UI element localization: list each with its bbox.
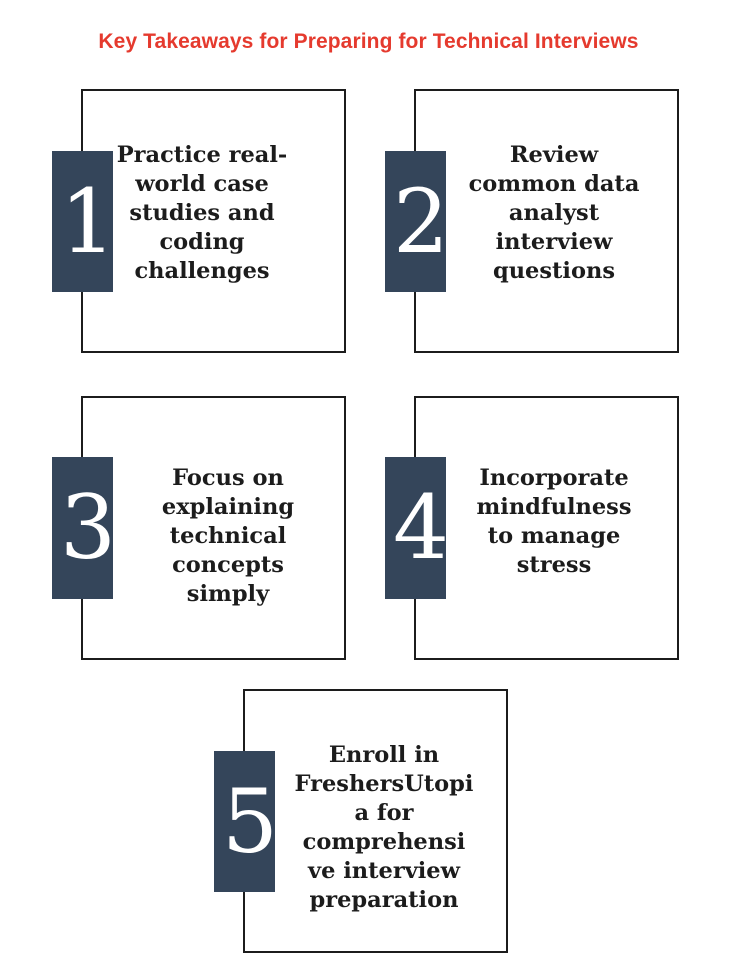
step-number-4: 4 bbox=[393, 476, 446, 579]
step-number-tab-2: 2 bbox=[385, 151, 446, 292]
step-card-1 bbox=[81, 89, 346, 353]
step-number-5: 5 bbox=[222, 769, 275, 873]
step-number-1: 1 bbox=[60, 169, 113, 273]
step-number-tab-5: 5 bbox=[214, 751, 275, 892]
step-number-2: 2 bbox=[393, 169, 446, 273]
step-number-tab-4: 4 bbox=[385, 457, 446, 599]
step-text-3: Focus on explaining technical concepts s… bbox=[161, 465, 295, 607]
step-text-4: Incorporate mindfulness to manage stress bbox=[476, 465, 632, 578]
step-card-4 bbox=[414, 396, 679, 660]
step-number-tab-1: 1 bbox=[52, 151, 113, 292]
step-card-2 bbox=[414, 89, 679, 353]
step-number-3: 3 bbox=[60, 476, 113, 579]
infographic-title: Key Takeaways for Preparing for Technica… bbox=[98, 30, 639, 53]
step-text-2: Review common data analyst interview que… bbox=[468, 142, 640, 284]
step-card-3 bbox=[81, 396, 346, 660]
step-text-5: Enroll in FreshersUtopi a for comprehens… bbox=[294, 742, 474, 913]
step-text-1: Practice real- world case studies and co… bbox=[116, 142, 288, 284]
step-number-tab-3: 3 bbox=[52, 457, 113, 599]
